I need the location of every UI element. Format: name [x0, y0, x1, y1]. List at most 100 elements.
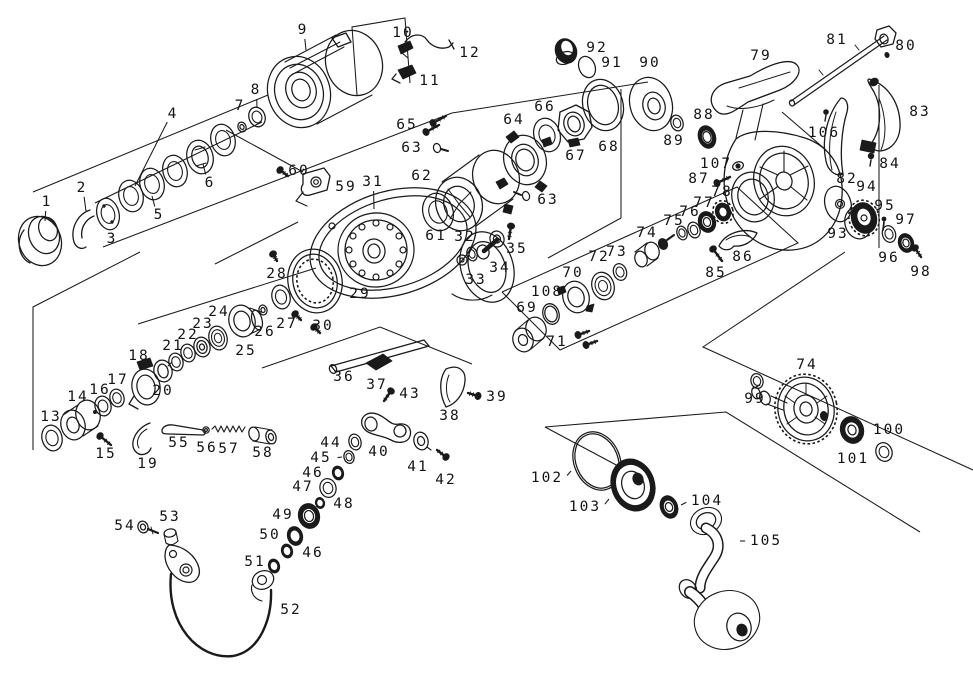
part-number-label-83: 83	[909, 104, 930, 120]
leader-line-5	[151, 195, 156, 207]
part-number-label-27: 27	[276, 316, 297, 332]
part-82: 82	[823, 97, 857, 187]
part-number-label-54: 54	[114, 518, 135, 534]
part-number-label-57: 57	[218, 441, 239, 457]
part-21: 21	[162, 338, 184, 372]
part-number-label-77: 77	[693, 195, 714, 211]
part-104: 104	[659, 493, 721, 519]
part-85: 85	[705, 245, 726, 281]
part-103: 103	[569, 458, 656, 515]
part-number-label-50: 50	[259, 527, 280, 543]
part-61: 61	[421, 192, 455, 244]
part-62: 62	[411, 149, 521, 232]
part-51: 51	[244, 554, 281, 574]
part-number-label-81: 81	[826, 32, 847, 48]
part-number-label-49: 49	[272, 507, 293, 523]
part-number-label-33: 33	[465, 272, 486, 288]
part-29: 29	[287, 248, 369, 314]
part-95: 95	[874, 198, 895, 231]
part-number-label-67: 67	[565, 148, 586, 164]
part-number-label-64: 64	[503, 112, 524, 128]
part-number-label-39: 39	[486, 389, 507, 405]
part-number-label-44: 44	[320, 435, 341, 451]
part-20: 20	[152, 359, 173, 399]
part-number-label-46: 46	[302, 545, 323, 561]
part-number-label-76: 76	[679, 204, 700, 220]
part-number-label-87: 87	[688, 171, 709, 187]
part-76: 76	[679, 204, 701, 239]
part-107: 107	[700, 156, 744, 172]
part-77: 77	[693, 195, 717, 233]
part-number-label-17: 17	[107, 372, 128, 388]
part-number-label-56: 56	[196, 440, 217, 456]
part-43: 43	[382, 386, 420, 403]
part-64: 64	[495, 112, 553, 193]
part-number-label-25: 25	[235, 343, 256, 359]
part-number-label-38: 38	[439, 408, 460, 424]
part-number-label-43: 43	[399, 386, 420, 402]
part-number-label-21: 21	[162, 338, 183, 354]
part-number-label-2: 2	[77, 180, 88, 196]
part-75: 75	[663, 213, 688, 241]
part-63: 63	[401, 140, 449, 156]
leader-line-1	[44, 210, 47, 222]
part-34: 34	[476, 230, 509, 276]
part-23: 23	[192, 316, 212, 358]
part-number-label-7: 7	[235, 98, 246, 114]
leader-line-45	[337, 456, 343, 459]
part-98: 98	[910, 244, 930, 280]
part-number-label-40: 40	[368, 444, 389, 460]
part-13: 13	[40, 409, 63, 452]
part-number-label-48: 48	[333, 496, 354, 512]
part-number-label-79: 79	[750, 48, 771, 64]
part-number-label-93: 93	[827, 226, 848, 242]
part-number-label-31: 31	[362, 174, 383, 190]
part-19: 19	[132, 422, 157, 472]
part-3: 3	[95, 197, 121, 247]
part-number-label-42: 42	[435, 472, 456, 488]
part-86: 86	[718, 230, 758, 265]
part-number-label-3: 3	[107, 231, 118, 247]
part-number-label-82: 82	[836, 171, 857, 187]
part-number-label-52: 52	[280, 602, 301, 618]
part-number-label-80: 80	[895, 38, 916, 54]
part-42: 42	[435, 448, 456, 488]
part-39: 39	[466, 389, 507, 405]
leader-line-104	[680, 501, 687, 506]
part-2: 2	[72, 180, 95, 249]
part-number-label-96: 96	[878, 250, 899, 266]
part-38: 38	[439, 366, 466, 424]
part-9: 9	[266, 22, 384, 129]
part-number-label-5: 5	[154, 207, 165, 223]
part-number-label-4: 4	[168, 106, 179, 122]
part-number-label-18: 18	[128, 348, 149, 364]
part-number-label-73: 73	[606, 244, 627, 260]
part-number-label-14: 14	[67, 389, 88, 405]
part-90: 90	[628, 55, 674, 132]
part-74: 74	[751, 357, 838, 445]
part-71: 71	[546, 329, 599, 350]
part-number-label-86: 86	[732, 249, 753, 265]
part-12: 12	[404, 34, 479, 61]
part-102: 102	[531, 431, 622, 491]
part-108: 108	[531, 284, 563, 325]
part-52: 52	[164, 544, 301, 658]
part-37: 37	[365, 353, 393, 393]
part-54: 54	[114, 518, 160, 535]
part-number-label-35: 35	[506, 241, 527, 257]
part-number-label-85: 85	[705, 265, 726, 281]
part-number-label-16: 16	[89, 382, 110, 398]
part-25: 25	[228, 304, 264, 359]
part-89: 89	[663, 114, 684, 149]
part-number-label-95: 95	[874, 198, 895, 214]
part-number-label-91: 91	[601, 55, 622, 71]
leader-line-103	[604, 498, 610, 505]
leader-line-2	[83, 196, 87, 212]
part-number-label-108: 108	[531, 284, 563, 300]
part-65: 65	[396, 114, 448, 136]
part-number-label-51: 51	[244, 554, 265, 570]
part-100: 100	[839, 416, 903, 444]
part-84: 84	[867, 152, 899, 172]
